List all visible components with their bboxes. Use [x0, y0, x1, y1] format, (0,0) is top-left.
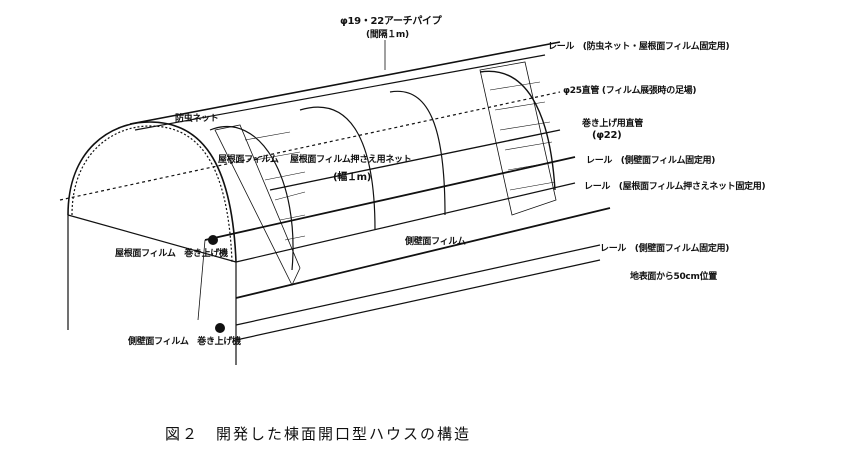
rail-top-label: レール (防虫ネット・屋根面フィルム固定用) — [548, 42, 730, 52]
front-arch — [67, 121, 237, 263]
roof-film-label: 屋根面フィルム — [218, 155, 279, 165]
rollup-pipe-label: 巻き上げ用直管 — [582, 119, 643, 129]
roof-winder-knob — [208, 235, 218, 245]
rail-side-film-label: レール (側壁面フィルム固定用) — [586, 156, 716, 166]
figure-caption: 図２ 開発した棟面開口型ハウスの構造 — [165, 425, 472, 443]
roof-net-label: 屋根面フィルム押さえ用ネット — [290, 155, 412, 165]
roof-winder-label: 屋根面フィルム 巻き上げ機 — [115, 249, 228, 259]
side-winder-knob — [215, 323, 225, 333]
side-film-label: 側壁面フィルム — [405, 237, 466, 247]
insect-net-label: 防虫ネット — [175, 114, 219, 124]
arch-pipe-label: φ19・22アーチパイプ — [340, 16, 442, 27]
rail-net-label: レール (屋根面フィルム押さえネット固定用) — [584, 182, 766, 192]
side-winder-label: 側壁面フィルム 巻き上げ機 — [128, 337, 241, 347]
ground-height-label: 地表面から50cm位置 — [630, 272, 717, 282]
rollup-pipe-size-label: (φ22) — [592, 130, 622, 141]
arch-pipe-spacing-label: (間隔１m) — [366, 30, 409, 40]
roof-net-hatching — [214, 61, 557, 286]
roof-net-width-label: (幅１m) — [333, 172, 372, 183]
rail-side-film-lower-label: レール (側壁面フィルム固定用) — [600, 244, 730, 254]
straight-pipe-label: φ25直管 (フィルム展張時の足場) — [563, 86, 697, 96]
